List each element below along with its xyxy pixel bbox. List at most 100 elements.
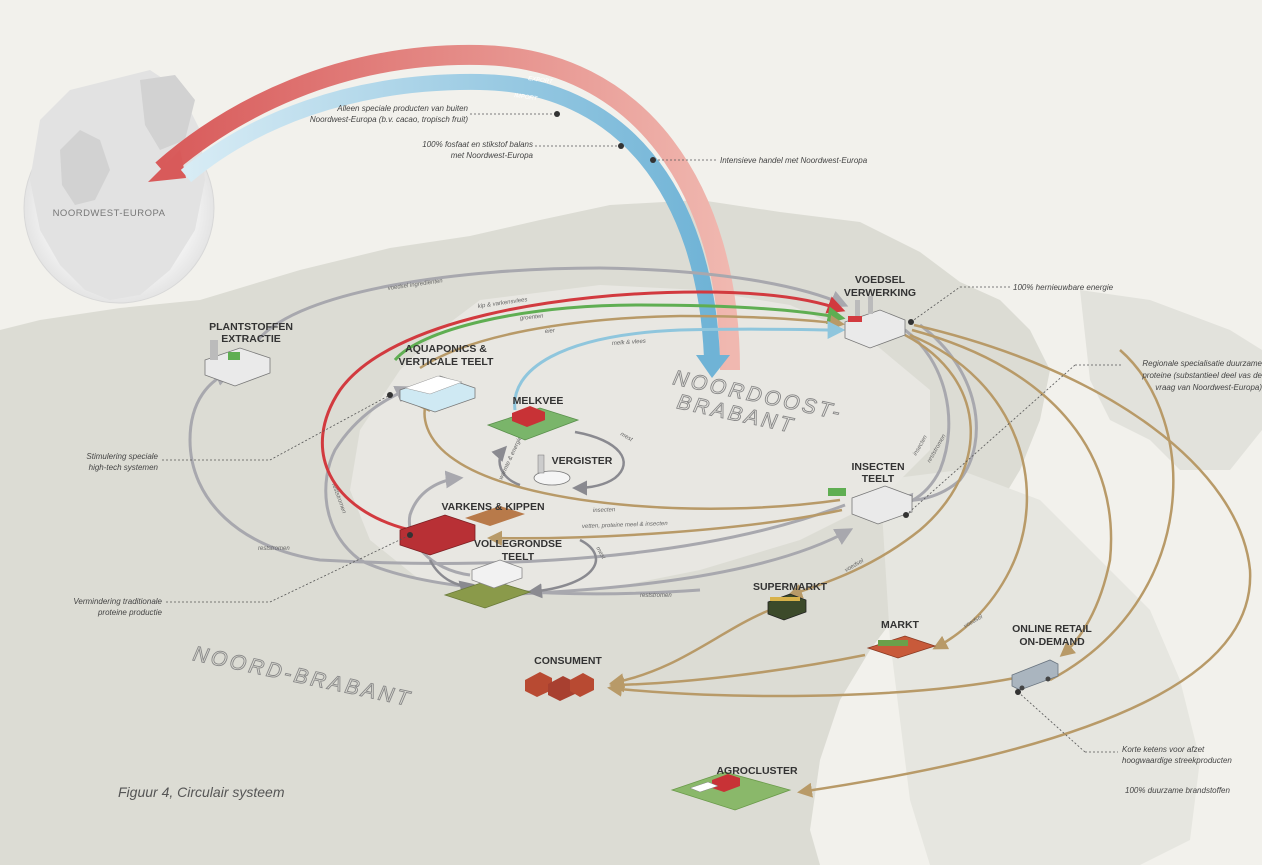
label-melk-vlees: melk & vlees bbox=[612, 339, 646, 347]
truck-wheel bbox=[1019, 685, 1025, 691]
truck-wheel bbox=[1045, 676, 1051, 682]
house-icon bbox=[570, 673, 594, 697]
node-varkens-kippen: VARKENS & KIPPEN bbox=[399, 501, 545, 556]
note-korte-2: hoogwaardige streekproducten bbox=[1122, 756, 1232, 765]
nodes: VOEDSEL VERWERKING PLANTSTOFFEN EXTRACTI… bbox=[204, 274, 1092, 811]
node-label-melkvee: MELKVEE bbox=[513, 395, 564, 407]
flow-voedsel-agrocluster bbox=[797, 323, 1252, 798]
scandinavia-landmass bbox=[140, 75, 195, 150]
gold-flows: insecten vetten, proteine meel & insecte… bbox=[416, 323, 1252, 798]
globe-noordwest-europa: NOORDWEST-EUROPA bbox=[23, 70, 215, 304]
node-label-online-1: ONLINE RETAIL bbox=[1012, 623, 1092, 635]
note-fosfaat-1: 100% fosfaat en stikstof balans bbox=[422, 140, 533, 149]
factory-roof bbox=[848, 316, 862, 322]
factory-icon bbox=[204, 347, 271, 387]
flow-mest bbox=[572, 430, 625, 496]
leader-dot bbox=[554, 111, 560, 117]
flow-reststromen-inner bbox=[407, 470, 471, 577]
leader-line bbox=[269, 534, 411, 603]
agrocluster-icon bbox=[670, 771, 792, 811]
note-fosfaat-2: met Noordwest-Europa bbox=[451, 151, 534, 160]
node-plantstoffen-extractie: PLANTSTOFFEN EXTRACTIE bbox=[204, 321, 293, 387]
agrocluster-greenhouse bbox=[689, 781, 719, 793]
flow-markt-consument bbox=[609, 653, 866, 693]
greenhouse-roof bbox=[404, 375, 463, 395]
label-reststromen-4: reststromen bbox=[640, 593, 672, 599]
factory-tank bbox=[210, 340, 218, 360]
node-label-insecten-1: INSECTEN bbox=[851, 461, 904, 473]
note-stimulering-2: high-tech systemen bbox=[89, 463, 159, 472]
node-label-voedsel-1: VOEDSEL bbox=[855, 274, 906, 286]
flow-groenten bbox=[393, 303, 846, 361]
leader-dot bbox=[1015, 689, 1021, 695]
flow-reststromen-vollegrond bbox=[499, 528, 854, 597]
leader-dot bbox=[903, 512, 909, 518]
flow-online-consument bbox=[607, 676, 1016, 698]
insect-farm-accent bbox=[828, 488, 846, 496]
label-reststromen-2: reststromen bbox=[258, 546, 290, 552]
import-arrowhead bbox=[696, 355, 730, 378]
note-vermindering-2: proteine productie bbox=[97, 608, 163, 617]
flow-insecten-aquaponics bbox=[416, 395, 841, 510]
node-label-aquaponics-1: AQUAPONICS & bbox=[405, 343, 487, 355]
flow-mest-vollegrond bbox=[527, 538, 598, 599]
import-arc bbox=[180, 73, 720, 359]
leader-dot bbox=[407, 532, 413, 538]
node-label-vollegrond-2: TEELT bbox=[502, 551, 535, 563]
house-icon bbox=[525, 672, 552, 697]
flow-voedsel-ingredienten bbox=[256, 266, 849, 341]
node-online-retail: ONLINE RETAIL ON-DEMAND bbox=[1011, 623, 1092, 691]
annotations: Alleen speciale producten van buiten Noo… bbox=[73, 104, 1262, 795]
node-label-online-2: ON-DEMAND bbox=[1019, 636, 1085, 648]
digester-icon bbox=[533, 470, 571, 486]
node-vollegrondse-teelt: VOLLEGRONDSE TEELT bbox=[443, 538, 562, 609]
import-label: IMPORT bbox=[514, 93, 539, 102]
note-regionale-2: proteine (substantieel deel vas de bbox=[1141, 371, 1262, 380]
node-label-insecten-2: TEELT bbox=[862, 473, 895, 485]
pig-farm-icon bbox=[399, 514, 476, 556]
flow-reststromen-outer bbox=[188, 369, 846, 565]
node-aquaponics: AQUAPONICS & VERTICALE TEELT bbox=[399, 343, 494, 413]
node-label-vollegrond-1: VOLLEGRONDSE bbox=[474, 538, 562, 550]
flow-voedsel-online bbox=[911, 328, 1113, 657]
node-consument: CONSUMENT bbox=[525, 655, 602, 701]
node-label-varkens: VARKENS & KIPPEN bbox=[441, 501, 544, 513]
flow-vetten-proteine bbox=[487, 508, 843, 546]
note-stimulering-1: Stimulering speciale bbox=[86, 452, 158, 461]
label-mest: mest bbox=[619, 432, 634, 444]
flow-kip-varkensvlees bbox=[321, 290, 846, 532]
node-label-plantstoffen-2: EXTRACTIE bbox=[221, 333, 281, 345]
note-hernieuwbaar: 100% hernieuwbare energie bbox=[1013, 283, 1114, 292]
uk-landmass bbox=[60, 130, 110, 205]
flow-melk-vlees bbox=[513, 320, 846, 411]
agrocluster-barn bbox=[712, 774, 740, 792]
barn-icon bbox=[512, 406, 545, 427]
node-insecten-teelt: INSECTEN TEELT bbox=[828, 461, 913, 525]
gray-flows: voedsel ingrediënten reststromen reststr… bbox=[188, 266, 978, 599]
factory-chimney bbox=[868, 296, 873, 314]
pig-farm-field bbox=[465, 506, 525, 526]
leader-line bbox=[269, 394, 391, 461]
leader-line bbox=[905, 364, 1076, 516]
land-mass-north bbox=[1080, 290, 1262, 470]
flow-supermarkt-consument bbox=[609, 608, 771, 689]
node-label-vergister: VERGISTER bbox=[552, 455, 613, 467]
flow-reststromen-insecten bbox=[894, 323, 978, 511]
node-label-plantstoffen-1: PLANTSTOFFEN bbox=[209, 321, 293, 333]
note-korte-1: Korte ketens voor afzet bbox=[1122, 745, 1205, 754]
greenhouse-icon bbox=[471, 559, 523, 589]
node-label-voedsel-2: VERWERKING bbox=[844, 287, 916, 299]
insect-farm-icon bbox=[851, 485, 913, 525]
node-melkvee: MELKVEE bbox=[486, 395, 580, 441]
note-speciale-1: Alleen speciale producten van buiten bbox=[336, 104, 468, 113]
export-arc bbox=[155, 44, 740, 371]
field-icon bbox=[443, 579, 532, 609]
note-vermindering-1: Vermindering traditionale bbox=[73, 597, 162, 606]
label-mest-2: mest bbox=[594, 546, 606, 561]
leader-dot bbox=[650, 157, 656, 163]
label-vetten-proteine: vetten, proteine meel & insecten bbox=[582, 521, 669, 530]
export-label: EXPORT bbox=[528, 76, 554, 86]
node-label-agrocluster: AGROCLUSTER bbox=[716, 765, 798, 777]
